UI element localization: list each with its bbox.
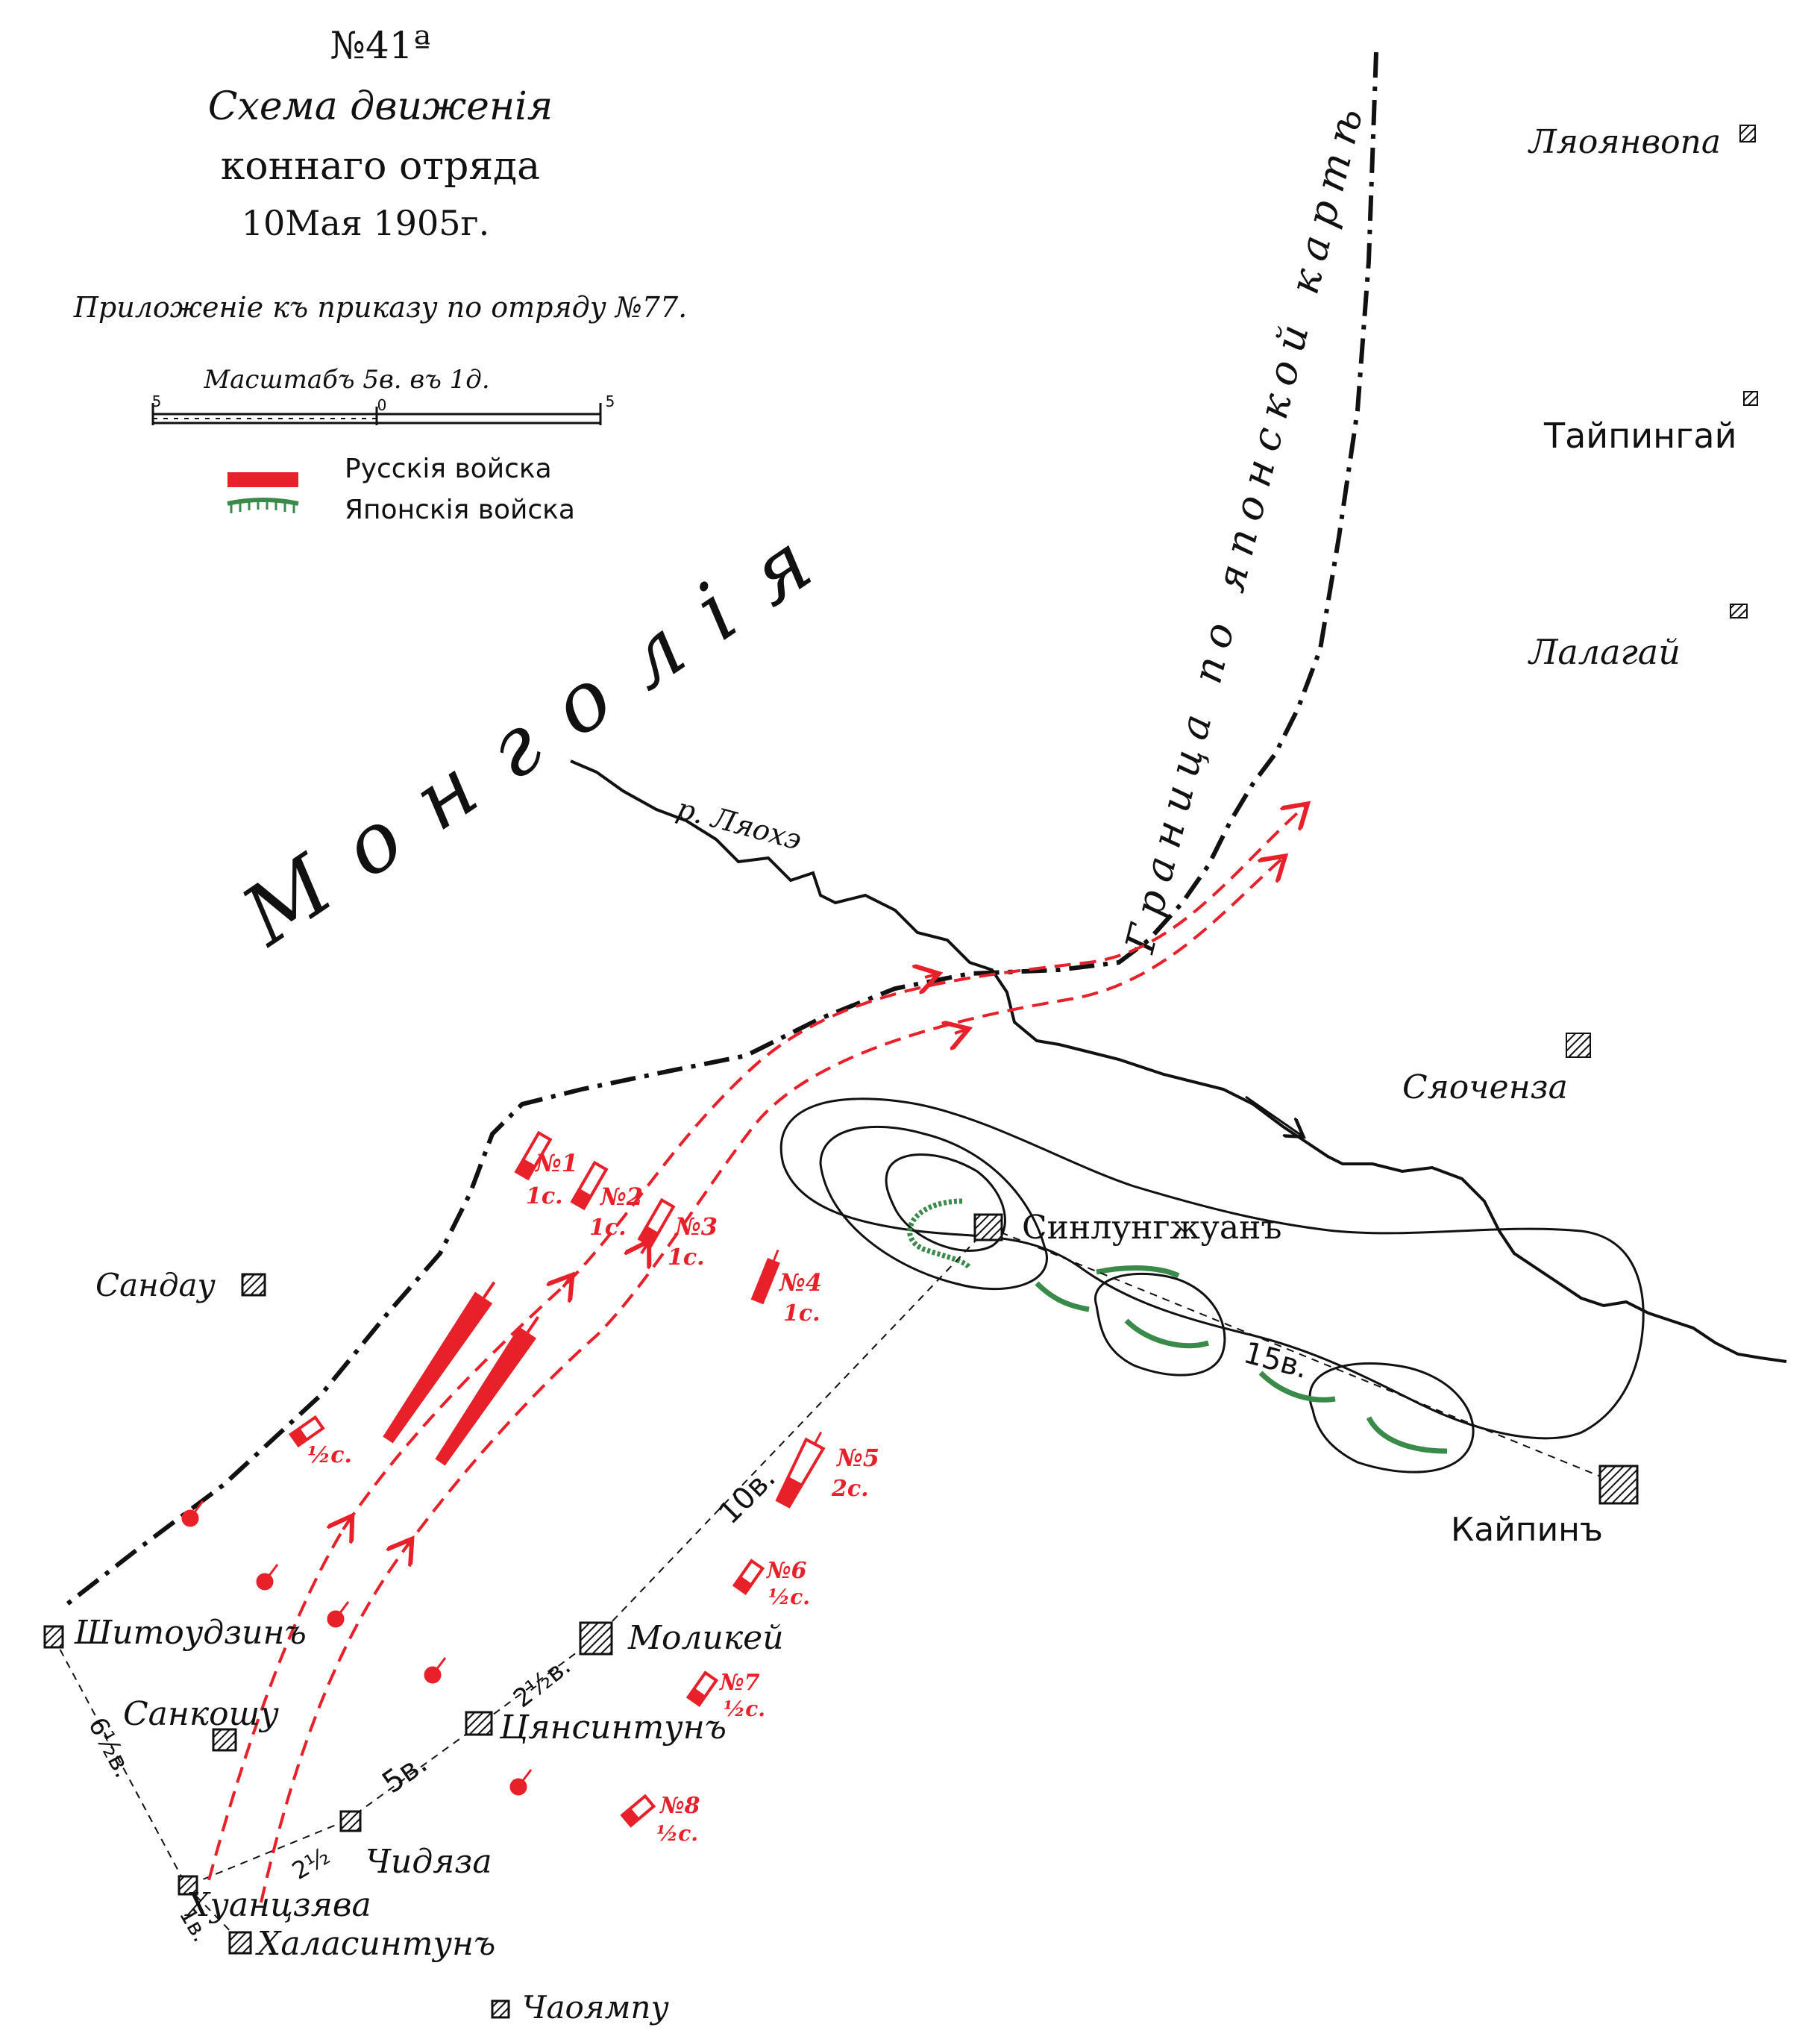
distance-15v: 15в. bbox=[1240, 1335, 1311, 1385]
unit-4-id: №4 bbox=[778, 1268, 822, 1297]
unit-2-symbol bbox=[570, 1160, 609, 1211]
place-sinlunzhuan: Синлунгжуанъ bbox=[973, 1209, 1281, 1247]
hill-contours bbox=[779, 1097, 1645, 1473]
legend-japanese-swatch bbox=[227, 498, 299, 506]
half-squadron-symbol bbox=[289, 1415, 325, 1448]
place-kaipin-label: Кайпинъ bbox=[1451, 1511, 1603, 1549]
place-sankoshu-label: Санкошу bbox=[123, 1695, 279, 1733]
places: Ляоянвопа Тайпингай Лалагай Сяоченза Син… bbox=[43, 123, 1758, 2026]
japanese-positions bbox=[907, 1198, 1448, 1454]
russian-units: №1 1с. №2 1с. №3 1с. №4 1с. №5 2с. bbox=[181, 1130, 879, 1846]
appendix-note: Приложеніе къ приказу по отряду №77. bbox=[73, 291, 687, 324]
russian-column-1 bbox=[383, 1281, 496, 1444]
unit-3-id: №3 bbox=[674, 1212, 718, 1241]
unit-4-symbol bbox=[750, 1249, 780, 1305]
unit-6-size: ½с. bbox=[768, 1585, 810, 1609]
place-sandau-label: Сандау bbox=[95, 1267, 216, 1303]
map-number: №41ª bbox=[330, 24, 431, 67]
river-label: р. Ляохэ bbox=[674, 792, 806, 856]
border-label: Граница по японской картѣ bbox=[1116, 93, 1374, 958]
unit-7-size: ½с. bbox=[724, 1697, 765, 1721]
place-lalagai-label: Лалагай bbox=[1528, 632, 1681, 672]
unit-7-id: №7 bbox=[718, 1670, 760, 1696]
place-shitoudzin-label: Шитоудзинъ bbox=[74, 1614, 307, 1652]
legend-russian-swatch bbox=[228, 472, 298, 487]
scale-bar: Масштабъ 5в. въ 1д. 5 0 5 bbox=[151, 365, 615, 425]
legend-russian-label: Русскія войска bbox=[345, 454, 552, 484]
place-shitoudzin: Шитоудзинъ bbox=[43, 1614, 307, 1652]
place-tsyansintun-label: Цянсинтунъ bbox=[499, 1709, 727, 1747]
place-sankoshu: Санкошу bbox=[123, 1695, 279, 1752]
place-khalasintun-label: Халасинтунъ bbox=[255, 1925, 495, 1963]
place-sandau: Сандау bbox=[95, 1267, 266, 1303]
place-taipingai: Тайпингай bbox=[1543, 391, 1758, 456]
place-kaipin: Кайпинъ bbox=[1451, 1465, 1639, 1549]
scale-left-tick: 5 bbox=[152, 392, 162, 410]
place-khalasintun: Халасинтунъ bbox=[228, 1925, 495, 1963]
distance-2-5v-upper: 2½в. bbox=[508, 1651, 577, 1714]
russian-route-arrowheads bbox=[343, 974, 966, 1552]
unit-1-id: №1 bbox=[534, 1149, 578, 1177]
title-line-1: Схема движенія bbox=[208, 84, 553, 129]
title-line-2: коннаго отряда bbox=[221, 144, 540, 189]
place-chaoyampu: Чаоямпу bbox=[491, 1989, 669, 2026]
place-syaochenza: Сяоченза bbox=[1402, 1033, 1591, 1106]
place-taipingai-label: Тайпингай bbox=[1543, 416, 1736, 456]
half-squadron-label: ½с. bbox=[307, 1442, 352, 1468]
place-molikei-label: Моликей bbox=[627, 1619, 784, 1657]
title-date: 10Мая 1905г. bbox=[242, 203, 490, 243]
place-chidyaza-label: Чидяза bbox=[365, 1843, 492, 1881]
distance-5v: 5в. bbox=[376, 1746, 433, 1800]
river-line bbox=[570, 760, 1787, 1363]
russian-movement-routes bbox=[207, 806, 1305, 1903]
distance-2-5: 2½ bbox=[287, 1841, 334, 1885]
unit-3-size: 1с. bbox=[668, 1244, 705, 1271]
river-flow-arrow bbox=[1245, 1095, 1302, 1136]
title-block: №41ª Схема движенія коннаго отряда 10Мая… bbox=[73, 24, 687, 324]
border-line bbox=[66, 51, 1378, 1606]
unit-5-size: 2с. bbox=[831, 1476, 869, 1502]
place-lalagai: Лалагай bbox=[1528, 604, 1748, 672]
distance-lines bbox=[53, 1227, 1631, 1942]
unit-5-id: №5 bbox=[835, 1444, 879, 1472]
unit-8-id: №8 bbox=[659, 1793, 700, 1819]
russian-column-2 bbox=[435, 1316, 540, 1466]
place-lyaoyanvopa-label: Ляоянвопа bbox=[1528, 123, 1721, 161]
distance-10v: 10в. bbox=[712, 1461, 782, 1531]
place-chaoyampu-label: Чаоямпу bbox=[522, 1989, 669, 2026]
unit-1-symbol bbox=[514, 1130, 553, 1181]
legend-japanese-label: Японскія войска bbox=[345, 495, 575, 525]
unit-3-symbol bbox=[637, 1197, 676, 1248]
unit-7-symbol bbox=[685, 1670, 719, 1707]
unit-1-size: 1с. bbox=[526, 1183, 563, 1209]
region-mongolia: Монголія bbox=[225, 494, 858, 964]
unit-5-symbol bbox=[775, 1431, 826, 1509]
place-tsyansintun: Цянсинтунъ bbox=[465, 1709, 727, 1747]
place-khuantsyava: Хуанцзява bbox=[178, 1875, 371, 1924]
unit-6-symbol bbox=[732, 1559, 765, 1595]
unit-2-size: 1с. bbox=[589, 1215, 627, 1241]
unit-6-id: №6 bbox=[765, 1558, 807, 1584]
unit-8-size: ½с. bbox=[656, 1821, 698, 1846]
place-lyaoyanvopa: Ляоянвопа bbox=[1528, 123, 1756, 161]
russian-patrols bbox=[181, 1500, 533, 1796]
place-syaochenza-label: Сяоченза bbox=[1402, 1068, 1568, 1106]
place-khuantsyava-label: Хуанцзява bbox=[184, 1886, 371, 1924]
place-chidyaza: Чидяза bbox=[339, 1810, 492, 1881]
place-sinlunzhuan-label: Синлунгжуанъ bbox=[1022, 1209, 1281, 1247]
scale-right-tick: 5 bbox=[606, 392, 615, 410]
unit-8-symbol bbox=[620, 1794, 656, 1828]
unit-4-size: 1с. bbox=[783, 1300, 820, 1327]
place-molikei: Моликей bbox=[579, 1619, 784, 1657]
scale-label: Масштабъ 5в. въ 1д. bbox=[203, 365, 489, 395]
unit-2-id: №2 bbox=[599, 1183, 643, 1211]
scale-zero-tick: 0 bbox=[377, 396, 387, 414]
legend: Русскія войска Японскія войска bbox=[227, 454, 575, 525]
